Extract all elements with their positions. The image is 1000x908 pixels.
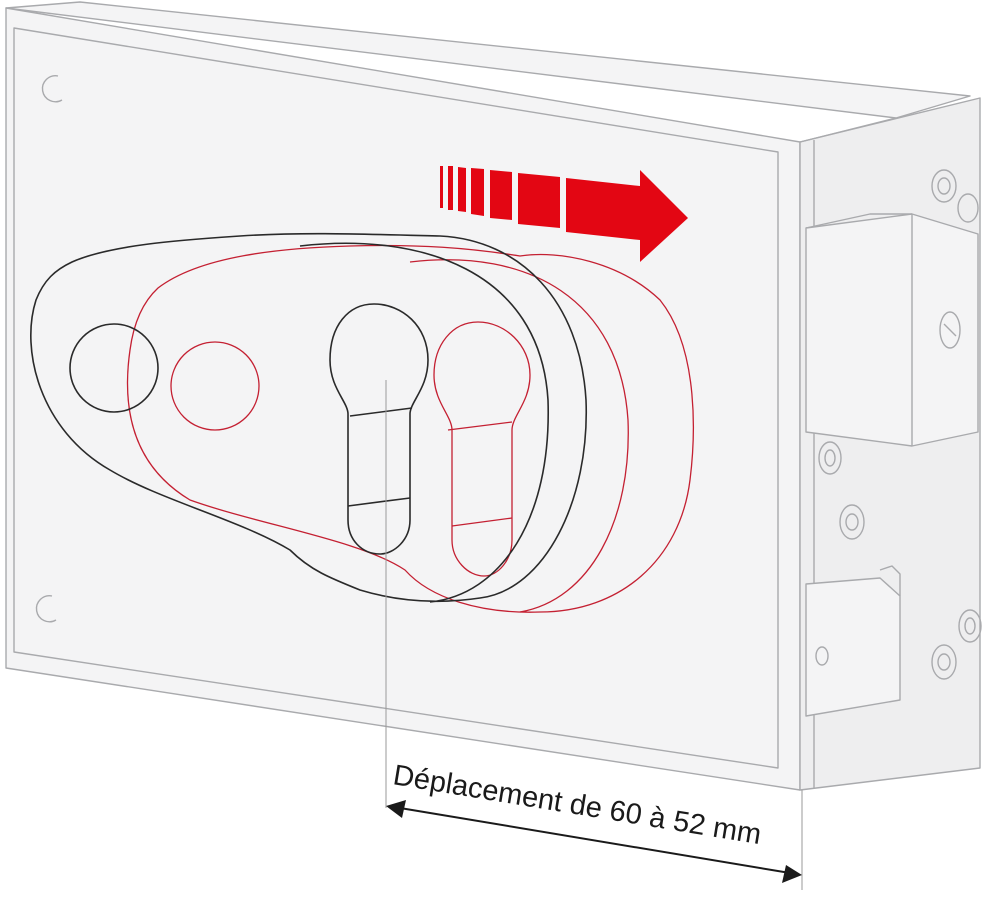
lock-case-plate-bevel bbox=[13, 27, 779, 769]
lock-case bbox=[5, 1, 982, 791]
lock-case-top-face bbox=[5, 1, 971, 119]
forend-screws bbox=[818, 169, 982, 680]
dimension-line bbox=[386, 800, 802, 883]
shifted-keyhole-line-2 bbox=[451, 517, 513, 527]
original-keyhole bbox=[329, 303, 429, 555]
shifted-escutcheon bbox=[126, 244, 694, 613]
lock-top-edge bbox=[799, 117, 897, 143]
shifted-keyhole bbox=[433, 321, 531, 577]
cylinder-original-outline bbox=[30, 232, 588, 603]
lock-case-front-plate bbox=[5, 7, 801, 791]
deadbolt-slot bbox=[939, 311, 961, 349]
plate-screw-bottom-left bbox=[35, 595, 57, 623]
shifted-rose-edge bbox=[409, 259, 629, 613]
original-keyhole-line-2 bbox=[347, 497, 411, 507]
deadbolt-slot-mark bbox=[943, 323, 957, 337]
plate-screw-top-left bbox=[41, 75, 63, 103]
deadbolt-top-edge bbox=[805, 213, 912, 229]
cylinder-shifted-outline bbox=[126, 244, 694, 613]
shifted-hole-left bbox=[170, 341, 260, 431]
latch-pin bbox=[815, 646, 829, 666]
latch-block bbox=[805, 577, 901, 717]
original-rose-edge bbox=[299, 242, 549, 603]
original-hole-left bbox=[69, 323, 159, 413]
original-keyhole-line-1 bbox=[349, 407, 413, 417]
red-right-arrow-icon bbox=[440, 166, 688, 262]
shifted-keyhole-line-1 bbox=[447, 421, 513, 431]
deadbolt-block bbox=[805, 213, 979, 447]
latch-tab bbox=[879, 565, 901, 596]
original-escutcheon bbox=[30, 232, 588, 603]
